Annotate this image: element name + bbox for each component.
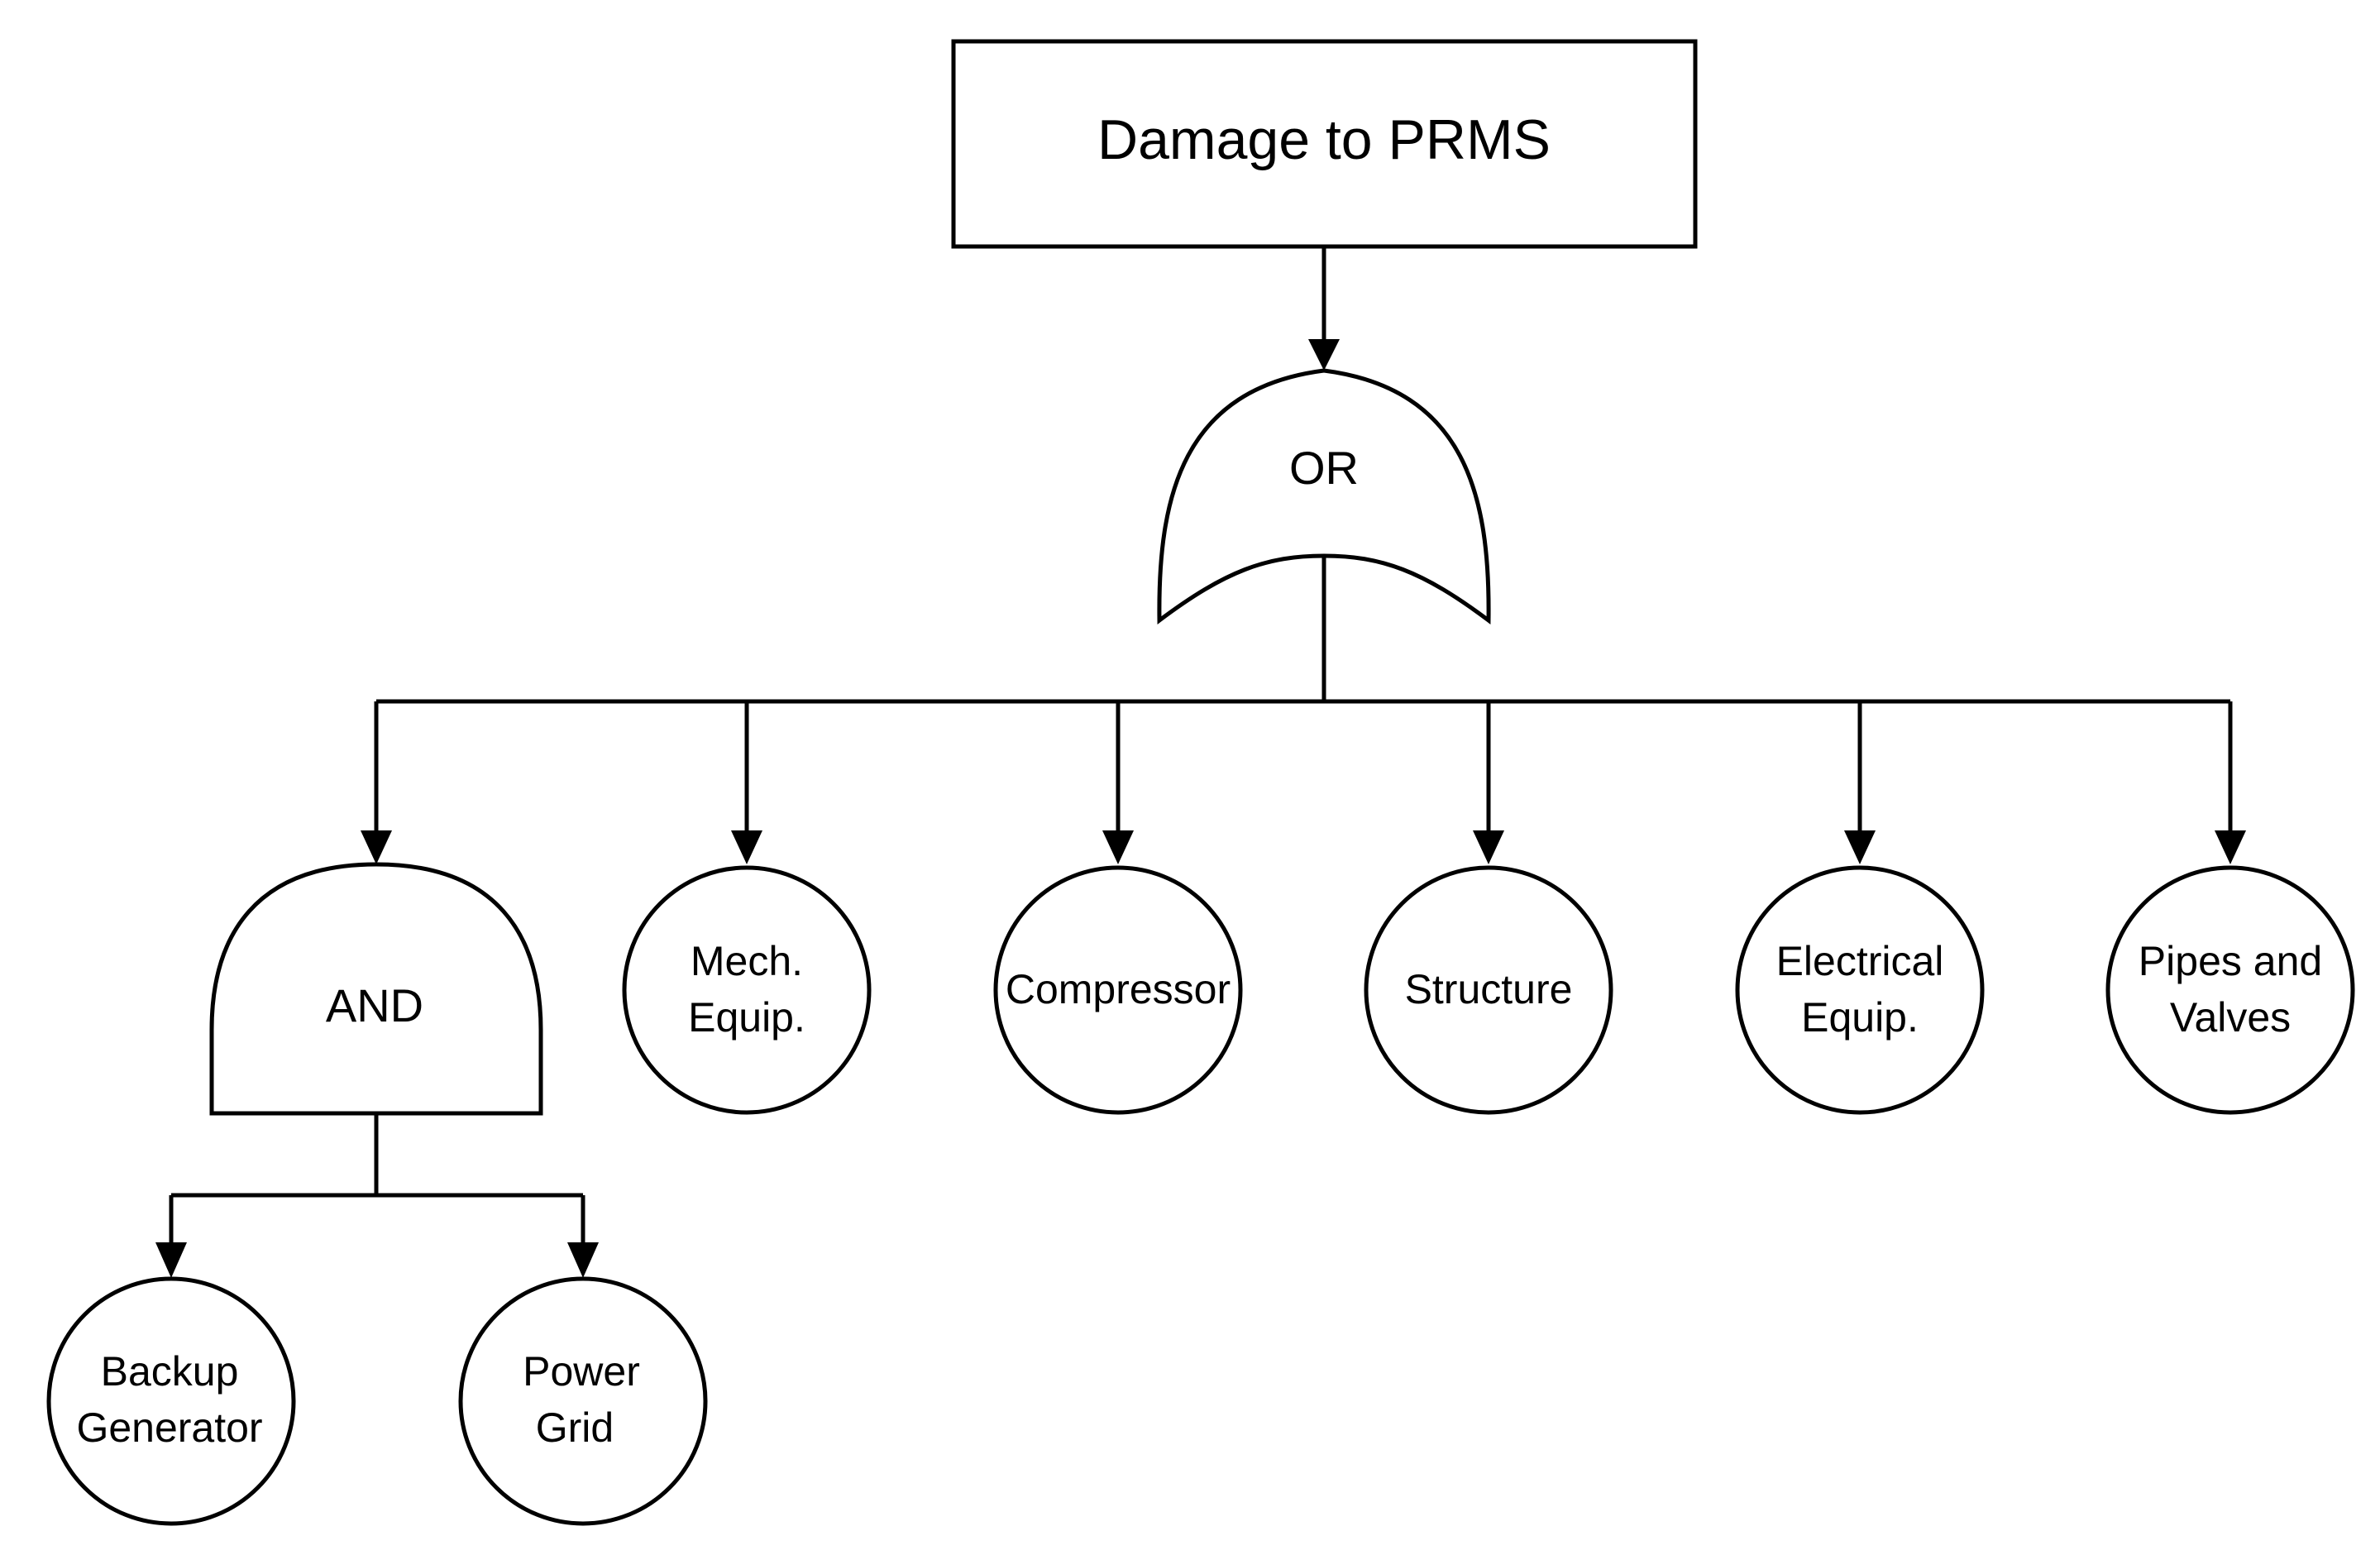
top-event-box xyxy=(951,39,1698,249)
arrowhead-and xyxy=(361,830,392,864)
event-compressor-circle xyxy=(993,865,1243,1115)
event-backup-generator-circle xyxy=(46,1276,296,1526)
event-pipes-valves-line2: Valves xyxy=(2170,994,2291,1041)
arrowhead-or xyxy=(1308,339,1340,371)
event-mech-equip-circle xyxy=(622,865,872,1115)
event-power-grid-circle xyxy=(458,1276,708,1526)
arrowhead-compressor xyxy=(1102,830,1134,864)
or-gate-shape xyxy=(1157,368,1491,624)
event-mech-equip-line2: Equip. xyxy=(688,994,805,1041)
and-gate: AND xyxy=(209,862,543,1116)
or-gate-label: OR xyxy=(1289,442,1359,494)
or-gate: OR xyxy=(1157,368,1491,624)
event-power-grid-line1: Power xyxy=(523,1348,640,1395)
event-structure-label: Structure xyxy=(1405,966,1573,1012)
arrowhead-electrical xyxy=(1844,830,1876,864)
event-electrical-equip-line1: Electrical xyxy=(1776,938,1944,984)
event-structure: Structure xyxy=(1364,865,1613,1115)
and-gate-shape xyxy=(209,862,543,1116)
event-backup-generator-line2: Generator xyxy=(76,1404,262,1451)
event-pipes-valves: Pipes and Valves xyxy=(2105,865,2355,1115)
event-backup-generator: Backup Generator xyxy=(46,1276,296,1526)
event-power-grid: Power Grid xyxy=(458,1276,708,1526)
event-structure-circle xyxy=(1364,865,1613,1115)
and-gate-label: AND xyxy=(326,979,423,1031)
arrowhead-grid xyxy=(567,1242,599,1278)
arrowhead-structure xyxy=(1473,830,1504,864)
event-mech-equip-line1: Mech. xyxy=(691,938,803,984)
top-event: Damage to PRMS xyxy=(951,39,1698,249)
arrowhead-mech xyxy=(731,830,762,864)
arrowhead-backup xyxy=(155,1242,187,1278)
arrowhead-pipes xyxy=(2215,830,2246,864)
event-backup-generator-line1: Backup xyxy=(101,1348,239,1395)
event-electrical-equip-line2: Equip. xyxy=(1801,994,1919,1041)
event-electrical-equip: Electrical Equip. xyxy=(1735,865,1985,1115)
event-power-grid-line2: Grid xyxy=(536,1404,614,1451)
top-event-label: Damage to PRMS xyxy=(1097,108,1551,171)
event-electrical-equip-circle xyxy=(1735,865,1985,1115)
event-compressor: Compressor xyxy=(993,865,1243,1115)
event-mech-equip: Mech. Equip. xyxy=(622,865,872,1115)
event-pipes-valves-line1: Pipes and xyxy=(2139,938,2322,984)
event-compressor-label: Compressor xyxy=(1006,966,1231,1012)
event-pipes-valves-circle xyxy=(2105,865,2355,1115)
